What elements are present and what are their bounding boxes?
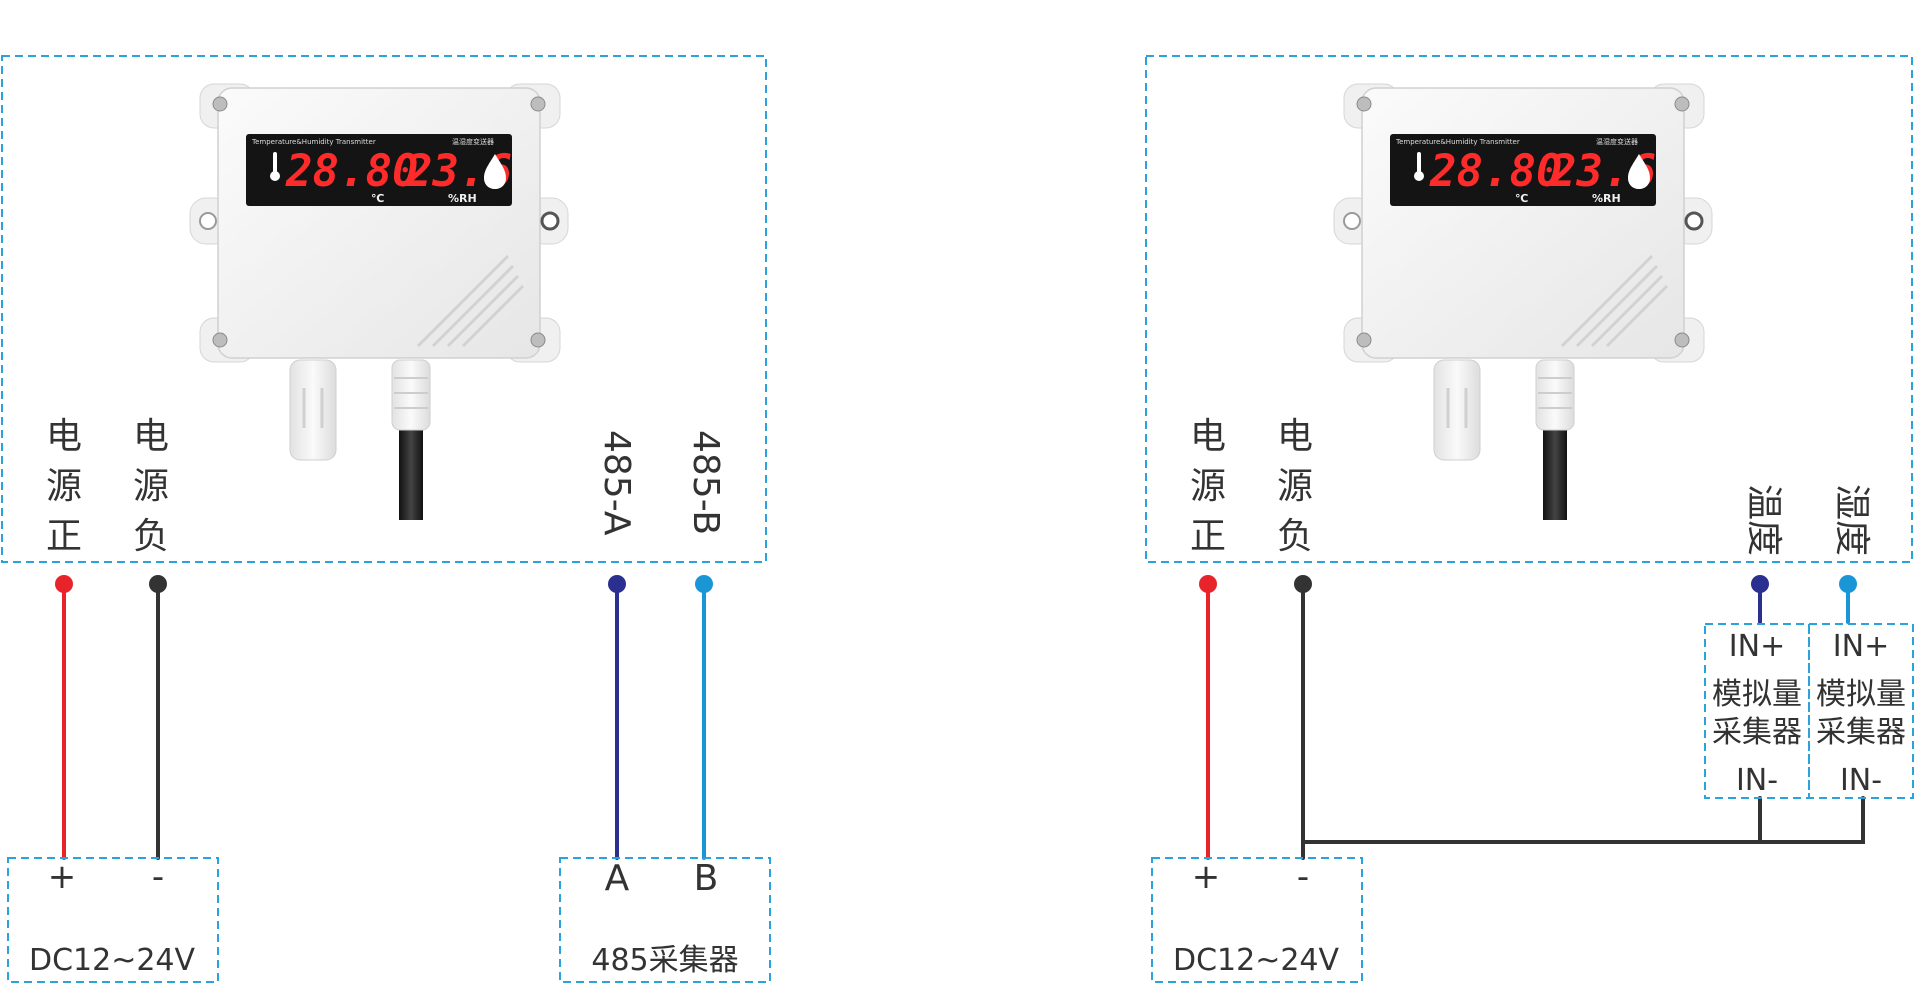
left-humidity-unit: %RH (448, 192, 477, 205)
right-terminal-humid-label: 湿度 (1831, 484, 1872, 556)
analog-1-line1: 模拟量 (1712, 677, 1802, 712)
right-terminal-dot-temperature (1751, 575, 1769, 593)
left-collector-box (559, 857, 771, 983)
left-transmitter-boundary (1, 55, 767, 563)
svg-text:源: 源 (46, 466, 82, 507)
right-transmitter-boundary (1145, 55, 1913, 563)
left-lcd-display (246, 134, 512, 206)
svg-text:负: 负 (1277, 516, 1313, 557)
right-analog-collector-2 (1808, 623, 1914, 799)
water-drop-icon (484, 154, 506, 189)
svg-text:电: 电 (1277, 416, 1313, 457)
svg-text:源: 源 (1190, 466, 1226, 507)
right-power-plus: + (1192, 857, 1221, 897)
left-power-minus: - (152, 857, 164, 897)
right-temperature-reading: 28.80 (1429, 146, 1562, 197)
right-terminal-negative-label: 电 源 负 (1277, 416, 1313, 557)
thermometer-icon (270, 152, 280, 181)
left-terminal-dot-485b (695, 575, 713, 593)
svg-text:源: 源 (1277, 466, 1313, 507)
thermometer-icon (1414, 152, 1424, 181)
left-terminal-negative-label: 电 源 负 (133, 416, 169, 557)
right-terminal-dot-positive (1199, 575, 1217, 593)
left-power-box (7, 857, 219, 983)
left-lcd-header-cn: 温湿度变送器 (452, 137, 494, 146)
analog-2-in-plus: IN+ (1833, 629, 1889, 664)
analog-2-in-minus: IN- (1840, 763, 1882, 798)
water-drop-icon (1628, 154, 1650, 189)
left-collector-b: B (694, 858, 719, 899)
right-wire-negative (1301, 582, 1865, 844)
svg-text:负: 负 (133, 516, 169, 557)
right-power-label: DC12~24V (1173, 943, 1340, 978)
right-power-minus: - (1297, 857, 1309, 897)
right-wiring-diagram: Temperature&Humidity Transmitter 温湿度变送器 … (1145, 55, 1914, 983)
left-lcd-header-en: Temperature&Humidity Transmitter (251, 138, 376, 146)
svg-text:正: 正 (1190, 516, 1226, 557)
left-power-label: DC12~24V (29, 943, 196, 978)
left-power-plus: + (48, 857, 77, 897)
right-humidity-unit: %RH (1592, 192, 1621, 205)
right-lcd-display (1390, 134, 1656, 206)
right-transmitter-device: Temperature&Humidity Transmitter 温湿度变送器 … (1332, 82, 1714, 522)
left-temperature-reading: 28.80 (285, 146, 418, 197)
right-analog-collector-1 (1704, 623, 1810, 799)
left-terminal-485a-label: 485-A (596, 430, 637, 536)
analog-1-line2: 采集器 (1712, 715, 1802, 750)
right-temperature-unit: ℃ (1515, 192, 1528, 205)
svg-text:正: 正 (46, 516, 82, 557)
left-temperature-unit: ℃ (371, 192, 384, 205)
right-terminal-positive-label: 电 源 正 (1190, 416, 1226, 557)
left-collector-a: A (605, 858, 630, 899)
left-collector-label: 485采集器 (591, 943, 738, 978)
analog-2-line1: 模拟量 (1816, 677, 1906, 712)
left-wiring-diagram: Temperature&Humidity Transmitter 温湿度变送器 … (1, 55, 771, 983)
left-terminal-dot-485a (608, 575, 626, 593)
svg-text:源: 源 (133, 466, 169, 507)
left-terminal-positive-label: 电 源 正 (46, 416, 82, 557)
svg-text:电: 电 (1190, 416, 1226, 457)
left-transmitter-device: Temperature&Humidity Transmitter 温湿度变送器 … (188, 82, 570, 522)
right-lcd-header-cn: 温湿度变送器 (1596, 137, 1638, 146)
left-terminal-dot-positive (55, 575, 73, 593)
svg-text:电: 电 (133, 416, 169, 457)
left-terminal-485b-label: 485-B (685, 430, 726, 535)
svg-text:电: 电 (46, 416, 82, 457)
analog-2-line2: 采集器 (1816, 715, 1906, 750)
right-terminal-dot-negative (1294, 575, 1312, 593)
left-terminal-dot-negative (149, 575, 167, 593)
analog-1-in-plus: IN+ (1729, 629, 1785, 664)
analog-1-in-minus: IN- (1736, 763, 1778, 798)
right-power-box (1151, 857, 1363, 983)
right-terminal-temp-label: 温度 (1743, 484, 1784, 556)
right-lcd-header-en: Temperature&Humidity Transmitter (1395, 138, 1520, 146)
right-terminal-dot-humidity (1839, 575, 1857, 593)
